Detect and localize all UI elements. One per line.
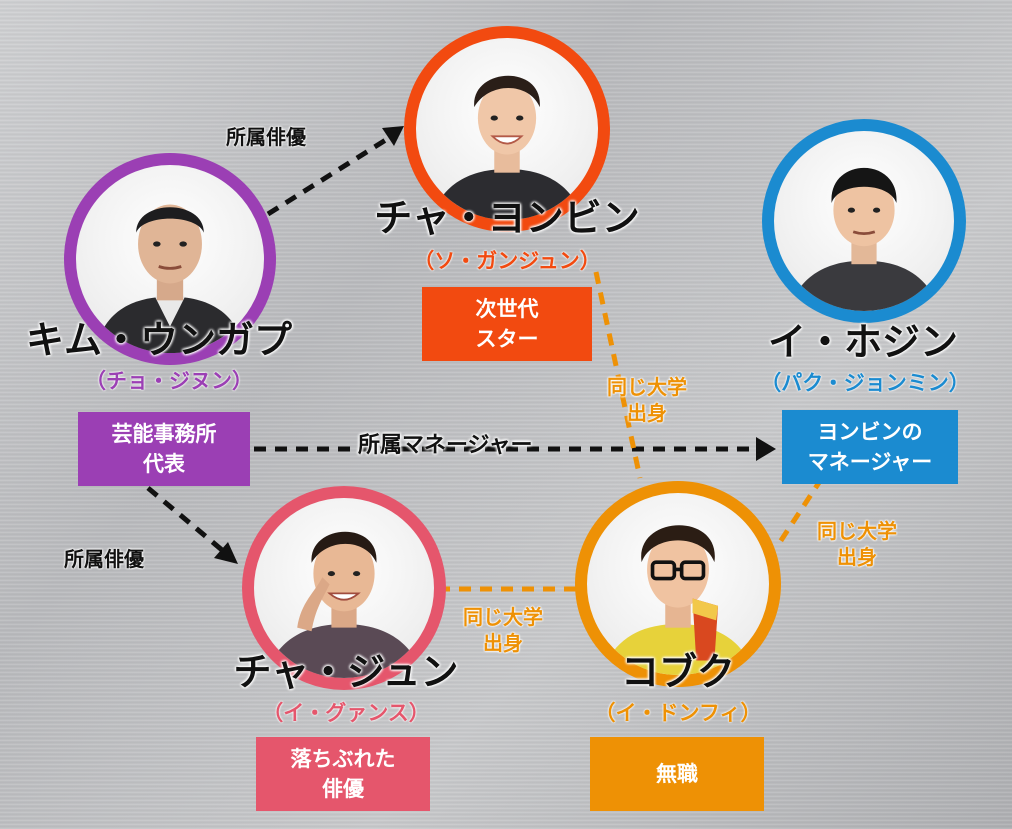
character-name-kobuku: コブク	[620, 650, 735, 694]
character-name-kim: キム・ウンガプ	[25, 318, 292, 362]
relation-label-kim-to-jun: 所属俳優	[64, 547, 144, 571]
arrow-kim-to-yongbin	[266, 133, 394, 217]
line-yongbin-kobuku	[593, 271, 643, 479]
character-name-cha-jun: チャ・ジュン	[233, 650, 459, 694]
role-badge-cha-jun: 落ちぶれた 俳優	[256, 737, 430, 811]
actor-name-cha-yongbin: （ソ・ガンジュン）	[413, 249, 601, 273]
avatar-kobuku	[575, 481, 781, 687]
role-badge-lee-hojin: ヨンビンの マネージャー	[782, 410, 958, 484]
relation-label-yongbin-kobuku: 同じ大学 出身	[607, 375, 687, 425]
role-badge-kim: 芸能事務所 代表	[78, 412, 250, 486]
avatar-lee-hojin	[762, 119, 966, 323]
character-name-lee-hojin: イ・ホジン	[767, 320, 958, 364]
relation-label-hojin-kobuku: 同じ大学 出身	[817, 519, 897, 569]
portrait-kim-icon	[94, 204, 246, 353]
actor-name-cha-jun: （イ・グァンス）	[262, 701, 430, 725]
line-hojin-kobuku	[775, 476, 825, 547]
role-badge-cha-yongbin: 次世代 スター	[422, 287, 592, 361]
portrait-kobuku-icon	[601, 525, 755, 675]
relation-label-jun-kobuku: 同じ大学 出身	[463, 605, 543, 655]
character-name-cha-yongbin: チャ・ヨンビン	[374, 196, 640, 240]
actor-name-kobuku: （イ・ドンフィ）	[594, 701, 762, 725]
portrait-cha-jun-icon	[264, 531, 424, 678]
actor-name-lee-hojin: （パク・ジョンミン）	[760, 371, 970, 395]
role-badge-kobuku: 無職	[590, 737, 764, 811]
portrait-cha-yongbin-icon	[430, 75, 584, 220]
arrowhead-kim-to-hojin	[756, 437, 776, 461]
arrowhead-kim-to-yongbin	[382, 126, 404, 146]
relation-label-kim-to-yongbin: 所属俳優	[226, 125, 306, 149]
portrait-lee-hojin-icon	[788, 167, 940, 311]
arrow-kim-to-jun	[146, 486, 224, 552]
arrowhead-kim-to-jun	[214, 542, 238, 564]
avatar-cha-yongbin	[404, 26, 610, 232]
relation-label-kim-to-hojin: 所属マネージャー	[358, 433, 533, 458]
actor-name-kim: （チョ・ジヌン）	[85, 369, 253, 393]
